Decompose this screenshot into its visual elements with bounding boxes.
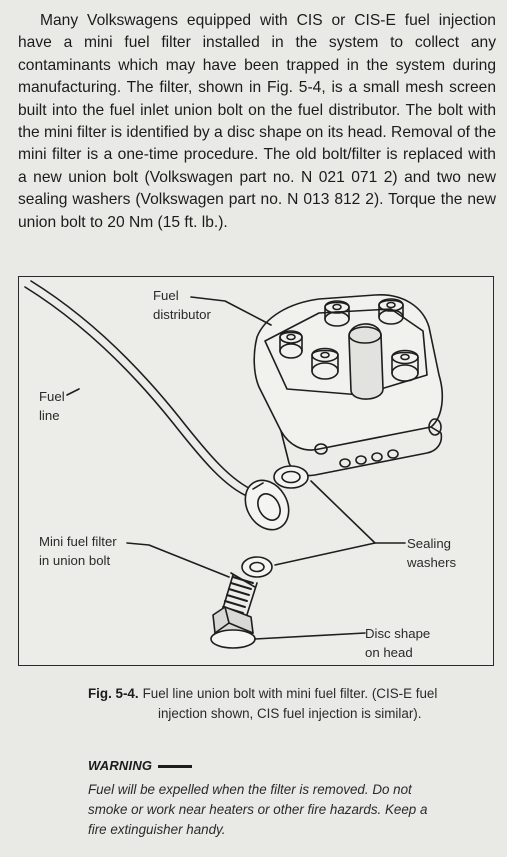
figure-number: Fig. 5-4. bbox=[88, 686, 139, 701]
fuel-system-illustration bbox=[24, 280, 444, 649]
label-fuel-line-line2: line bbox=[39, 408, 60, 423]
label-disc-shape-line1: Disc shape bbox=[365, 626, 431, 641]
caption-line-1: Fuel line union bolt with mini fuel filt… bbox=[142, 686, 438, 701]
label-mini-filter-line2: in union bolt bbox=[39, 553, 111, 568]
body-paragraph: Many Volkswagens equipped with CIS or CI… bbox=[18, 12, 496, 231]
label-sealing-washers-line2: washers bbox=[407, 555, 457, 570]
label-disc-shape-line2: on head bbox=[365, 645, 413, 660]
label-fuel-line-line1: Fuel bbox=[39, 389, 65, 404]
label-mini-filter-line1: Mini fuel filter bbox=[39, 534, 117, 549]
warning-rule bbox=[158, 765, 193, 769]
label-fuel-distributor-line1: Fuel bbox=[153, 288, 179, 303]
warning-heading: WARNING bbox=[88, 758, 193, 773]
label-sealing-washers-line1: Sealing bbox=[407, 536, 451, 551]
figure-caption: Fig. 5-4.Fuel line union bolt with mini … bbox=[88, 684, 498, 724]
warning-text: Fuel will be expelled when the filter is… bbox=[88, 782, 428, 837]
label-fuel-distributor-line2: distributor bbox=[153, 307, 211, 322]
warning-heading-text: WARNING bbox=[88, 758, 153, 773]
caption-line-2: injection shown, CIS fuel injection is s… bbox=[158, 706, 422, 721]
figure-5-4: Fuel distributor Fuel line Mini fuel fil… bbox=[18, 276, 494, 666]
